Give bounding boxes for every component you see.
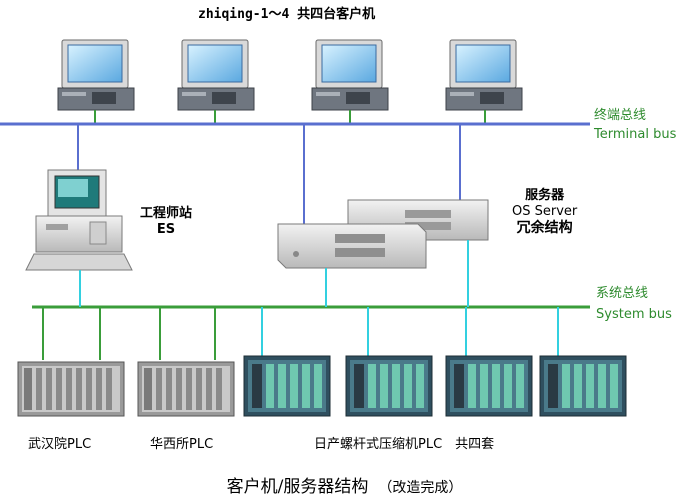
plc-rack-richan-4 xyxy=(539,355,627,417)
plc-label-richan: 日产螺杆式压缩机PLC 共四套 xyxy=(314,437,495,452)
system-bus-uplinks xyxy=(79,240,469,307)
plc-rack-huaxi xyxy=(137,361,235,417)
figure-caption-title: 客户机/服务器结构 xyxy=(226,477,369,497)
plc-rack-richan-2 xyxy=(345,355,433,417)
server-label-en: OS Server xyxy=(512,204,578,219)
client-computer-4 xyxy=(445,39,523,111)
terminal-bus-label-en: Terminal bus xyxy=(594,127,677,142)
figure-caption-note: （改造完成） xyxy=(378,480,463,496)
plc-rack-richan-1 xyxy=(243,355,331,417)
server-label-redundant: 冗余结构 xyxy=(516,220,573,236)
figure-caption: 客户机/服务器结构 （改造完成） xyxy=(0,472,689,497)
client-links xyxy=(94,110,486,124)
server-label: 服务器 OS Server 冗余结构 xyxy=(512,188,577,236)
engineer-station-label-en: ES xyxy=(156,222,176,237)
system-bus-label-cn: 系统总线 xyxy=(596,286,649,301)
system-bus-label-en: System bus xyxy=(596,307,672,322)
plc-links-green xyxy=(42,307,216,360)
terminal-bus-links xyxy=(77,124,461,224)
plc-label-wuhan: 武汉院PLC xyxy=(28,437,92,452)
client-computer-1 xyxy=(57,39,135,111)
plc-label-huaxi: 华西所PLC xyxy=(150,437,214,452)
client-computer-3 xyxy=(311,39,389,111)
plc-rack-wuhan xyxy=(17,361,125,417)
header-label: zhiqing-1～4 共四台客户机 xyxy=(198,7,376,22)
engineer-station-computer xyxy=(25,169,133,271)
server-front xyxy=(277,223,427,269)
plc-links-cyan xyxy=(261,307,559,356)
plc-rack-richan-3 xyxy=(445,355,533,417)
terminal-bus-label-cn: 终端总线 xyxy=(594,108,647,123)
server-label-cn: 服务器 xyxy=(525,188,565,203)
engineer-station-label-cn: 工程师站 xyxy=(140,206,193,221)
client-computer-2 xyxy=(177,39,255,111)
engineer-station-label: 工程师站 ES xyxy=(140,206,192,238)
